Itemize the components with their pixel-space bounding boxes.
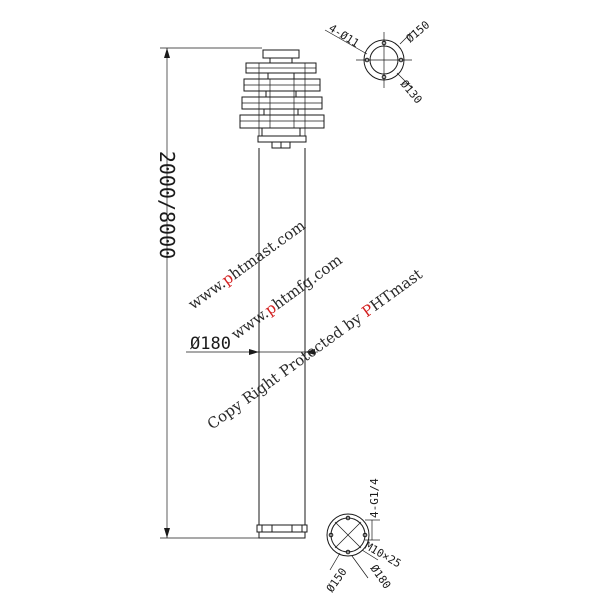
base-inner-label: Ø150 [324,566,350,595]
mast-head [239,49,325,149]
mast-head-details [240,63,324,136]
height-dimension: 2000/8000 [155,47,262,539]
top-inner-label: Ø130 [398,78,425,107]
watermark-line-3: Copy Right Protected by PHTmast [204,265,426,433]
base-outer-label: Ø180 [368,562,394,591]
top-outer-label: Ø150 [404,18,433,45]
mast-tube [258,148,306,525]
mast-base [256,524,308,539]
tube-diameter-label: Ø180 [190,334,231,354]
tube-diameter-dimension: Ø180 [186,334,318,355]
base-section-view: 4-G1/4 M10×25 Ø150 Ø180 [324,478,404,595]
base-screw-label: M10×25 [363,539,404,570]
height-range-label: 2000/8000 [155,151,179,259]
base-thread-label: 4-G1/4 [368,478,381,518]
top-bolts-label: 4-Ø11 [326,22,361,51]
top-flange-view: 4-Ø11 Ø150 Ø130 [324,18,433,107]
